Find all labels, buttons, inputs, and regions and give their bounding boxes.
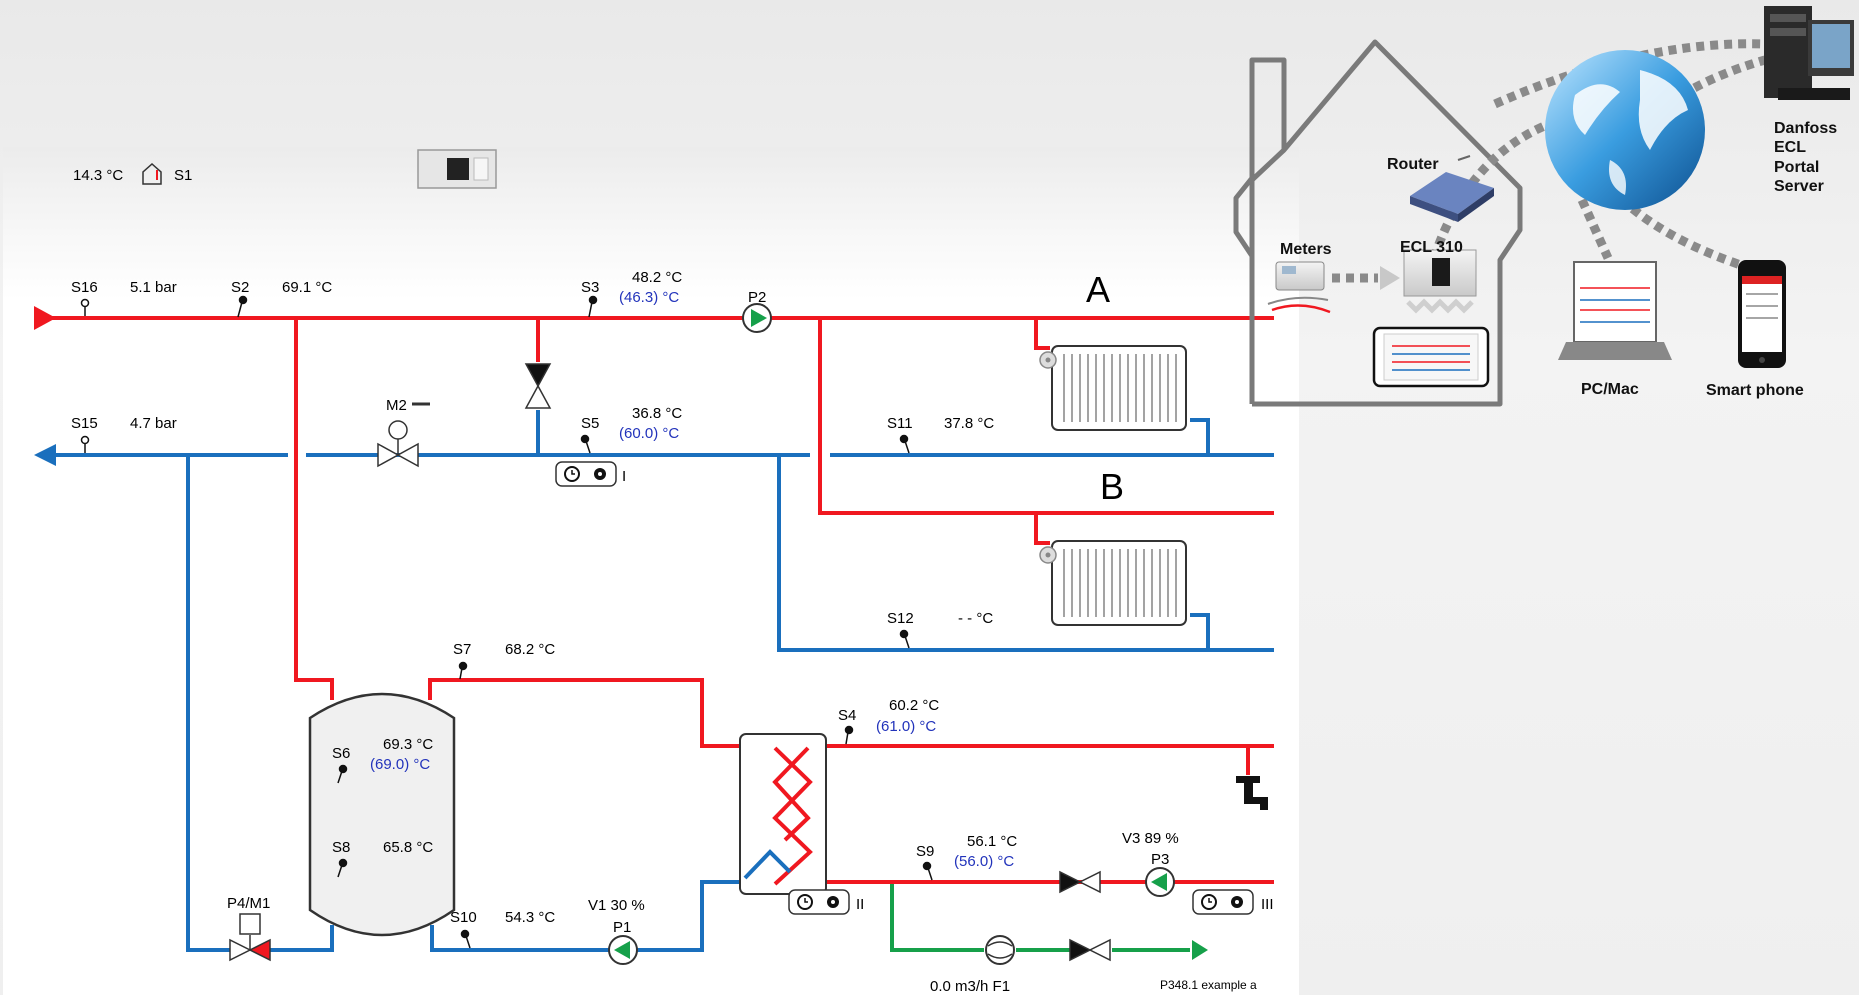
radiator-icon xyxy=(1039,540,1187,626)
sensor-label-s9: S9 xyxy=(916,843,934,860)
router-icon xyxy=(1410,155,1494,222)
clock-icon xyxy=(797,894,813,910)
temperature-s3: 48.2 °C xyxy=(632,269,682,286)
valve-v3-position: V3 89 % xyxy=(1122,830,1179,847)
check-valve-dhw xyxy=(1059,870,1101,894)
valve-v1-position: V1 30 % xyxy=(588,897,645,914)
sensor-label-s11: S11 xyxy=(887,415,913,432)
valve-p4m1[interactable] xyxy=(229,913,271,962)
outdoor-sensor-label: S1 xyxy=(174,167,192,184)
circuit-label-b: B xyxy=(1100,466,1124,507)
sensor-label-s7: S7 xyxy=(453,641,471,658)
ecl-label: ECL 310 xyxy=(1400,239,1463,256)
temperature-s5: 36.8 °C xyxy=(632,405,682,422)
setpoint-s5: (60.0) °C xyxy=(619,425,679,442)
temperature-s4: 60.2 °C xyxy=(889,697,939,714)
tap-icon xyxy=(1236,776,1268,810)
circuit-1-schedule-button[interactable] xyxy=(555,461,617,487)
return-outlet-arrow xyxy=(34,444,56,466)
server-label-line3: Portal xyxy=(1774,159,1819,176)
router-label: Router xyxy=(1387,156,1439,173)
sensor-probes xyxy=(237,295,933,949)
smartphone-label: Smart phone xyxy=(1706,382,1804,399)
flow-outlet-arrow xyxy=(1192,940,1208,960)
meters-label: Meters xyxy=(1280,241,1332,258)
setpoint-s6: (69.0) °C xyxy=(370,756,430,773)
sensor-label-s3: S3 xyxy=(581,279,599,296)
pressure-s15: 4.7 bar xyxy=(130,415,177,432)
valve-label-m2: M2 xyxy=(386,397,407,414)
globe-icon xyxy=(1545,50,1705,210)
storage-tank xyxy=(308,692,456,937)
temperature-s6: 69.3 °C xyxy=(383,736,433,753)
laptop-icon xyxy=(1558,261,1672,360)
circuit-label-1: I xyxy=(622,468,626,485)
pressure-s16: 5.1 bar xyxy=(130,279,177,296)
supply-inlet-arrow xyxy=(34,306,56,330)
server-label-line2: ECL xyxy=(1774,139,1806,156)
temperature-s8: 65.8 °C xyxy=(383,839,433,856)
circuit-3-schedule-button[interactable] xyxy=(1192,889,1254,915)
meters-arrow xyxy=(1380,266,1400,290)
pump-label-p3: P3 xyxy=(1151,851,1169,868)
server-label-line4: Server xyxy=(1774,178,1824,195)
flow-pipe xyxy=(890,884,1190,952)
check-valve-vertical xyxy=(524,363,552,409)
ecl-310-controller[interactable] xyxy=(1372,249,1490,388)
setpoint-s9: (56.0) °C xyxy=(954,853,1014,870)
pump-p1[interactable] xyxy=(608,935,638,965)
pump-p3[interactable] xyxy=(1145,867,1175,897)
pump-label-p2: P2 xyxy=(748,289,766,306)
valve-label-p4m1: P4/M1 xyxy=(227,895,270,912)
temperature-s11: 37.8 °C xyxy=(944,415,994,432)
radiator-icon xyxy=(1039,345,1187,431)
circuit-label-2: II xyxy=(856,896,864,913)
sensor-label-s2: S2 xyxy=(231,279,249,296)
server-label-line1: Danfoss xyxy=(1774,120,1837,137)
circuit-label-3: III xyxy=(1261,896,1274,913)
return-pipes xyxy=(48,410,1274,952)
server-icon xyxy=(1764,6,1854,100)
check-valve-flow xyxy=(1069,938,1111,962)
house-thermometer-icon xyxy=(142,162,162,185)
sensor-label-s16: S16 xyxy=(71,279,98,296)
pressure-probes xyxy=(80,298,90,453)
circuit-label-a: A xyxy=(1086,269,1110,310)
temperature-s9: 56.1 °C xyxy=(967,833,1017,850)
outdoor-temperature: 14.3 °C xyxy=(73,167,123,184)
temperature-s7: 68.2 °C xyxy=(505,641,555,658)
clock-icon xyxy=(564,466,580,482)
meters-device xyxy=(1267,261,1331,314)
sensor-label-s5: S5 xyxy=(581,415,599,432)
ecl-controller-thumbnail[interactable] xyxy=(417,149,497,189)
temperature-s10: 54.3 °C xyxy=(505,909,555,926)
sensor-label-s4: S4 xyxy=(838,707,856,724)
setpoint-s4: (61.0) °C xyxy=(876,718,936,735)
pc-mac-label: PC/Mac xyxy=(1581,381,1639,398)
clock-icon xyxy=(1201,894,1217,910)
valve-m2[interactable] xyxy=(377,402,430,468)
circuit-2-schedule-button[interactable] xyxy=(788,889,850,915)
diagram-caption: P348.1 example a xyxy=(1160,978,1257,992)
sensor-label-s8: S8 xyxy=(332,839,350,856)
pump-p2[interactable] xyxy=(742,303,772,333)
sensor-label-s15: S15 xyxy=(71,415,98,432)
flow-reading-f1: 0.0 m3/h F1 xyxy=(930,978,1010,995)
house-outline xyxy=(1233,39,1523,407)
sensor-label-s6: S6 xyxy=(332,745,350,762)
flow-meter xyxy=(985,935,1015,965)
temperature-s2: 69.1 °C xyxy=(282,279,332,296)
sensor-label-s10: S10 xyxy=(450,909,477,926)
setpoint-s3: (46.3) °C xyxy=(619,289,679,306)
pump-label-p1: P1 xyxy=(613,919,631,936)
temperature-s12: - - °C xyxy=(958,610,993,627)
smartphone-icon xyxy=(1738,260,1786,368)
sensor-label-s12: S12 xyxy=(887,610,914,627)
